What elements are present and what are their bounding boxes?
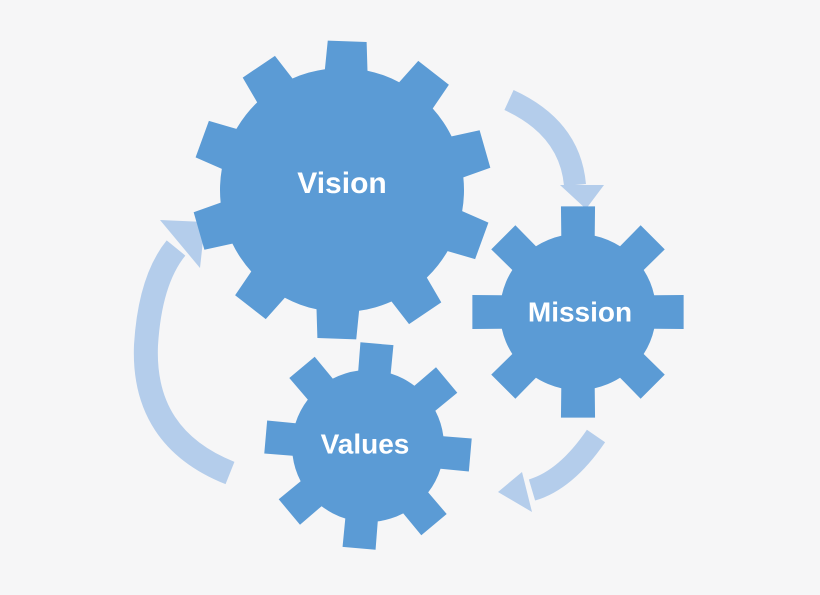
curved-arrow-icon (504, 90, 586, 187)
gear-label-vision: Vision (297, 167, 386, 200)
arrow-mission-to-values (498, 429, 606, 512)
gear-mission: Mission (472, 206, 684, 418)
arrow-values-to-vision (133, 220, 235, 485)
arrow-head-icon (160, 220, 205, 268)
curved-arrow-icon (133, 240, 235, 485)
gear-values: Values (264, 342, 472, 550)
arrow-head-icon (498, 472, 532, 512)
gear-icon (264, 342, 472, 550)
curved-arrow-icon (528, 429, 606, 501)
gear-label-mission: Mission (528, 296, 632, 327)
arrow-vision-to-mission (504, 90, 604, 209)
arrow-head-icon (560, 185, 604, 209)
gear-icon (472, 206, 684, 418)
gear-vision: Vision (193, 40, 491, 340)
gear-label-values: Values (321, 428, 410, 459)
gear-icon (193, 40, 491, 340)
